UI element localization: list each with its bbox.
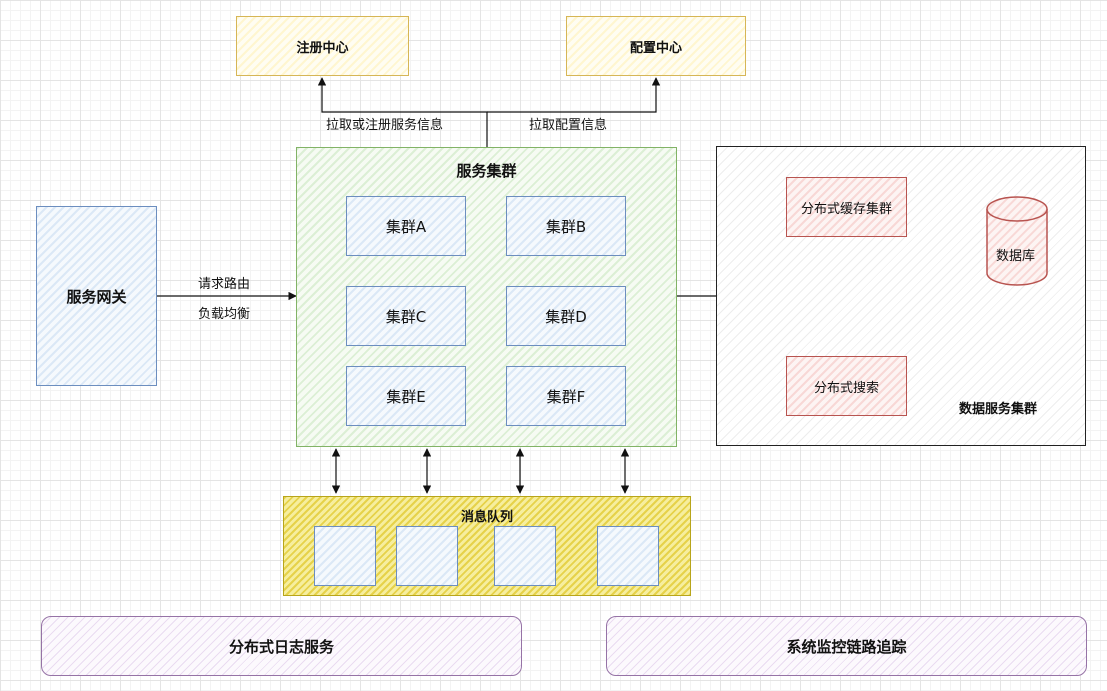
system-monitoring-box: 系统监控链路追踪 — [606, 616, 1087, 676]
cluster-c-label: 集群C — [385, 307, 427, 326]
distributed-search-label: 分布式搜索 — [813, 380, 879, 396]
cluster-b-label: 集群B — [545, 217, 587, 236]
distributed-cache-label: 分布式缓存集群 — [800, 201, 892, 217]
registry-center-box: 注册中心 — [236, 16, 409, 76]
pull-register-label: 拉取或注册服务信息 — [326, 118, 444, 133]
data-services-title: 数据服务集群 — [959, 402, 1038, 417]
registry-center-label: 注册中心 — [296, 40, 349, 56]
database-cylinder — [986, 196, 1048, 286]
cluster-f-label: 集群F — [546, 387, 586, 406]
distributed-search-box: 分布式搜索 — [786, 356, 907, 416]
request-routing-label: 请求路由 — [198, 277, 251, 292]
database-label: 数据库 — [996, 249, 1036, 264]
cluster-c-box: 集群C — [346, 286, 466, 346]
cluster-e-box: 集群E — [346, 366, 466, 426]
service-gateway-box: 服务网关 — [36, 206, 157, 386]
queue-slot — [314, 526, 376, 586]
distributed-logging-label: 分布式日志服务 — [228, 637, 334, 656]
edge-cluster-to-config — [487, 77, 661, 113]
cluster-a-label: 集群A — [385, 217, 427, 236]
service-gateway-label: 服务网关 — [66, 287, 127, 306]
distributed-cache-box: 分布式缓存集群 — [786, 177, 907, 237]
cluster-b-box: 集群B — [506, 196, 626, 256]
cluster-f-box: 集群F — [506, 366, 626, 426]
distributed-logging-box: 分布式日志服务 — [41, 616, 522, 676]
queue-slot — [396, 526, 458, 586]
pull-config-label: 拉取配置信息 — [529, 118, 608, 133]
config-center-label: 配置中心 — [629, 40, 682, 56]
system-monitoring-label: 系统监控链路追踪 — [786, 637, 907, 656]
cluster-d-label: 集群D — [545, 307, 587, 326]
queue-slot — [494, 526, 556, 586]
queue-slot — [597, 526, 659, 586]
cluster-e-label: 集群E — [386, 387, 426, 406]
cluster-d-box: 集群D — [506, 286, 626, 346]
load-balancing-label: 负载均衡 — [198, 307, 251, 322]
cluster-a-box: 集群A — [346, 196, 466, 256]
config-center-box: 配置中心 — [566, 16, 746, 76]
service-cluster-title: 服务集群 — [456, 162, 517, 180]
message-queue-title: 消息队列 — [460, 510, 513, 525]
edge-cluster-to-centers — [317, 77, 488, 147]
